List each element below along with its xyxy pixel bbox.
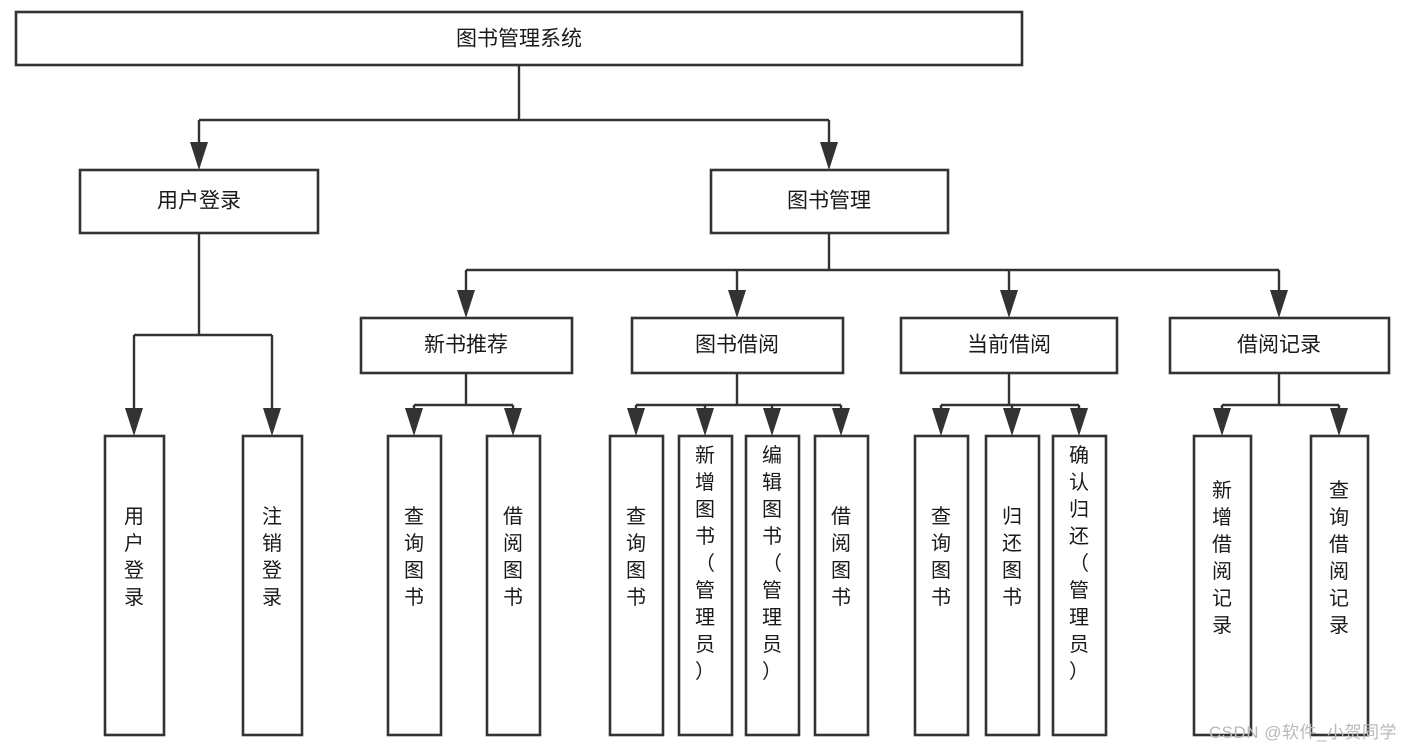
node-borrow-record-label: 借阅记录 <box>1237 334 1321 357</box>
connector-group-borrow-record <box>1213 373 1348 436</box>
leaf-cur-query-box[interactable] <box>913 434 970 737</box>
leaf-node-rec-search[interactable]: 查询借阅记录 <box>1309 434 1370 737</box>
leaf-borrow-query-box[interactable] <box>608 434 665 737</box>
leaf-user-logout-label: 注销登录 <box>262 505 282 609</box>
arrow-head-borrow-record <box>1270 290 1288 318</box>
arrow-head-book-manage <box>820 142 838 170</box>
leaf-borrow-edit-label: 编辑图书（管理员） <box>762 444 782 683</box>
node-user-login-box[interactable] <box>78 168 320 235</box>
node-root[interactable]: 图书管理系统 <box>14 10 1024 67</box>
leaf-borrow-query-label: 查询图书 <box>626 505 646 609</box>
arrow-head-current-borrow <box>1000 290 1018 318</box>
connector-group-root <box>190 65 838 170</box>
leaf-cur-confirm-label: 确认归还（管理员） <box>1069 444 1089 683</box>
leaf-node-cur-return[interactable]: 归还图书 <box>984 434 1041 737</box>
leaf-node-borrow-query[interactable]: 查询图书 <box>608 434 665 737</box>
leaf-rec-query-label: 查询图书 <box>404 505 424 609</box>
node-book-manage[interactable]: 图书管理 <box>709 168 950 235</box>
leaf-cur-return-label: 归还图书 <box>1002 505 1022 609</box>
node-book-borrow-label: 图书借阅 <box>695 334 779 357</box>
leaf-rec-search-box[interactable] <box>1309 434 1370 737</box>
node-borrow-record-box[interactable] <box>1168 316 1391 375</box>
leaf-node-cur-confirm[interactable]: 确认归还（管理员） <box>1051 434 1108 737</box>
connector-group-book-borrow <box>627 373 850 436</box>
leaf-borrow-lend-box[interactable] <box>813 434 870 737</box>
leaf-rec-borrow-label: 借阅图书 <box>503 505 523 609</box>
arrow-head-leaf-user-logout <box>263 408 281 436</box>
arrow-head-leaf-rec-search <box>1330 408 1348 436</box>
node-borrow-record[interactable]: 借阅记录 <box>1168 316 1391 375</box>
arrow-head-leaf-borrow-edit <box>763 408 781 436</box>
node-book-manage-label: 图书管理 <box>787 190 871 213</box>
node-root-label: 图书管理系统 <box>456 28 582 51</box>
leaf-user-login-box[interactable] <box>103 434 166 737</box>
leaf-cur-confirm-box[interactable] <box>1051 434 1108 737</box>
arrow-head-leaf-rec-borrow <box>504 408 522 436</box>
node-current-borrow-box[interactable] <box>899 316 1119 375</box>
node-book-borrow[interactable]: 图书借阅 <box>630 316 845 375</box>
arrow-head-leaf-borrow-lend <box>832 408 850 436</box>
leaf-borrow-add-label: 新增图书（管理员） <box>695 444 715 683</box>
leaf-node-rec-query[interactable]: 查询图书 <box>386 434 443 737</box>
node-user-login[interactable]: 用户登录 <box>78 168 320 235</box>
leaf-rec-borrow-box[interactable] <box>485 434 542 737</box>
arrow-head-leaf-rec-add <box>1213 408 1231 436</box>
node-root-box[interactable] <box>14 10 1024 67</box>
leaf-user-logout-box[interactable] <box>241 434 304 737</box>
leaf-borrow-edit-box[interactable] <box>744 434 801 737</box>
leaf-node-rec-borrow[interactable]: 借阅图书 <box>485 434 542 737</box>
arrow-head-leaf-cur-confirm <box>1070 408 1088 436</box>
node-new-book-rec-label: 新书推荐 <box>424 334 508 357</box>
leaf-node-rec-add[interactable]: 新增借阅记录 <box>1192 434 1253 737</box>
arrow-head-book-borrow <box>728 290 746 318</box>
csdn-watermark: CSDN @软件_小贺同学 <box>1208 723 1397 742</box>
leaf-borrow-lend-label: 借阅图书 <box>831 505 851 609</box>
connector-group-user-login <box>125 233 281 436</box>
connector-group-new-book-rec <box>405 373 522 436</box>
node-current-borrow[interactable]: 当前借阅 <box>899 316 1119 375</box>
node-book-manage-box[interactable] <box>709 168 950 235</box>
arrow-head-user-login <box>190 142 208 170</box>
leaf-rec-search-label: 查询借阅记录 <box>1329 479 1349 637</box>
leaf-node-user-logout[interactable]: 注销登录 <box>241 434 304 737</box>
node-user-login-label: 用户登录 <box>157 190 241 213</box>
leaf-node-borrow-lend[interactable]: 借阅图书 <box>813 434 870 737</box>
arrow-head-leaf-borrow-add <box>696 408 714 436</box>
leaf-node-borrow-add[interactable]: 新增图书（管理员） <box>677 434 734 737</box>
connector-group-current-borrow <box>932 373 1088 436</box>
leaf-borrow-add-box[interactable] <box>677 434 734 737</box>
leaf-user-login-label: 用户登录 <box>124 506 144 609</box>
leaf-rec-query-box[interactable] <box>386 434 443 737</box>
arrow-head-leaf-borrow-query <box>627 408 645 436</box>
node-new-book-rec[interactable]: 新书推荐 <box>359 316 574 375</box>
node-current-borrow-label: 当前借阅 <box>967 334 1051 357</box>
node-book-borrow-box[interactable] <box>630 316 845 375</box>
leaf-node-user-login[interactable]: 用户登录 <box>103 434 166 737</box>
arrow-head-leaf-cur-query <box>932 408 950 436</box>
arrow-head-leaf-cur-return <box>1003 408 1021 436</box>
arrow-head-leaf-rec-query <box>405 408 423 436</box>
leaf-rec-add-box[interactable] <box>1192 434 1253 737</box>
leaf-node-cur-query[interactable]: 查询图书 <box>913 434 970 737</box>
connector-group-book-manage <box>457 233 1288 318</box>
leaf-cur-return-box[interactable] <box>984 434 1041 737</box>
node-new-book-rec-box[interactable] <box>359 316 574 375</box>
leaf-node-borrow-edit[interactable]: 编辑图书（管理员） <box>744 434 801 737</box>
arrow-head-new-book-rec <box>457 290 475 318</box>
leaf-rec-add-label: 新增借阅记录 <box>1212 479 1232 637</box>
arrow-head-leaf-user-login <box>125 408 143 436</box>
leaf-cur-query-label: 查询图书 <box>931 505 951 609</box>
